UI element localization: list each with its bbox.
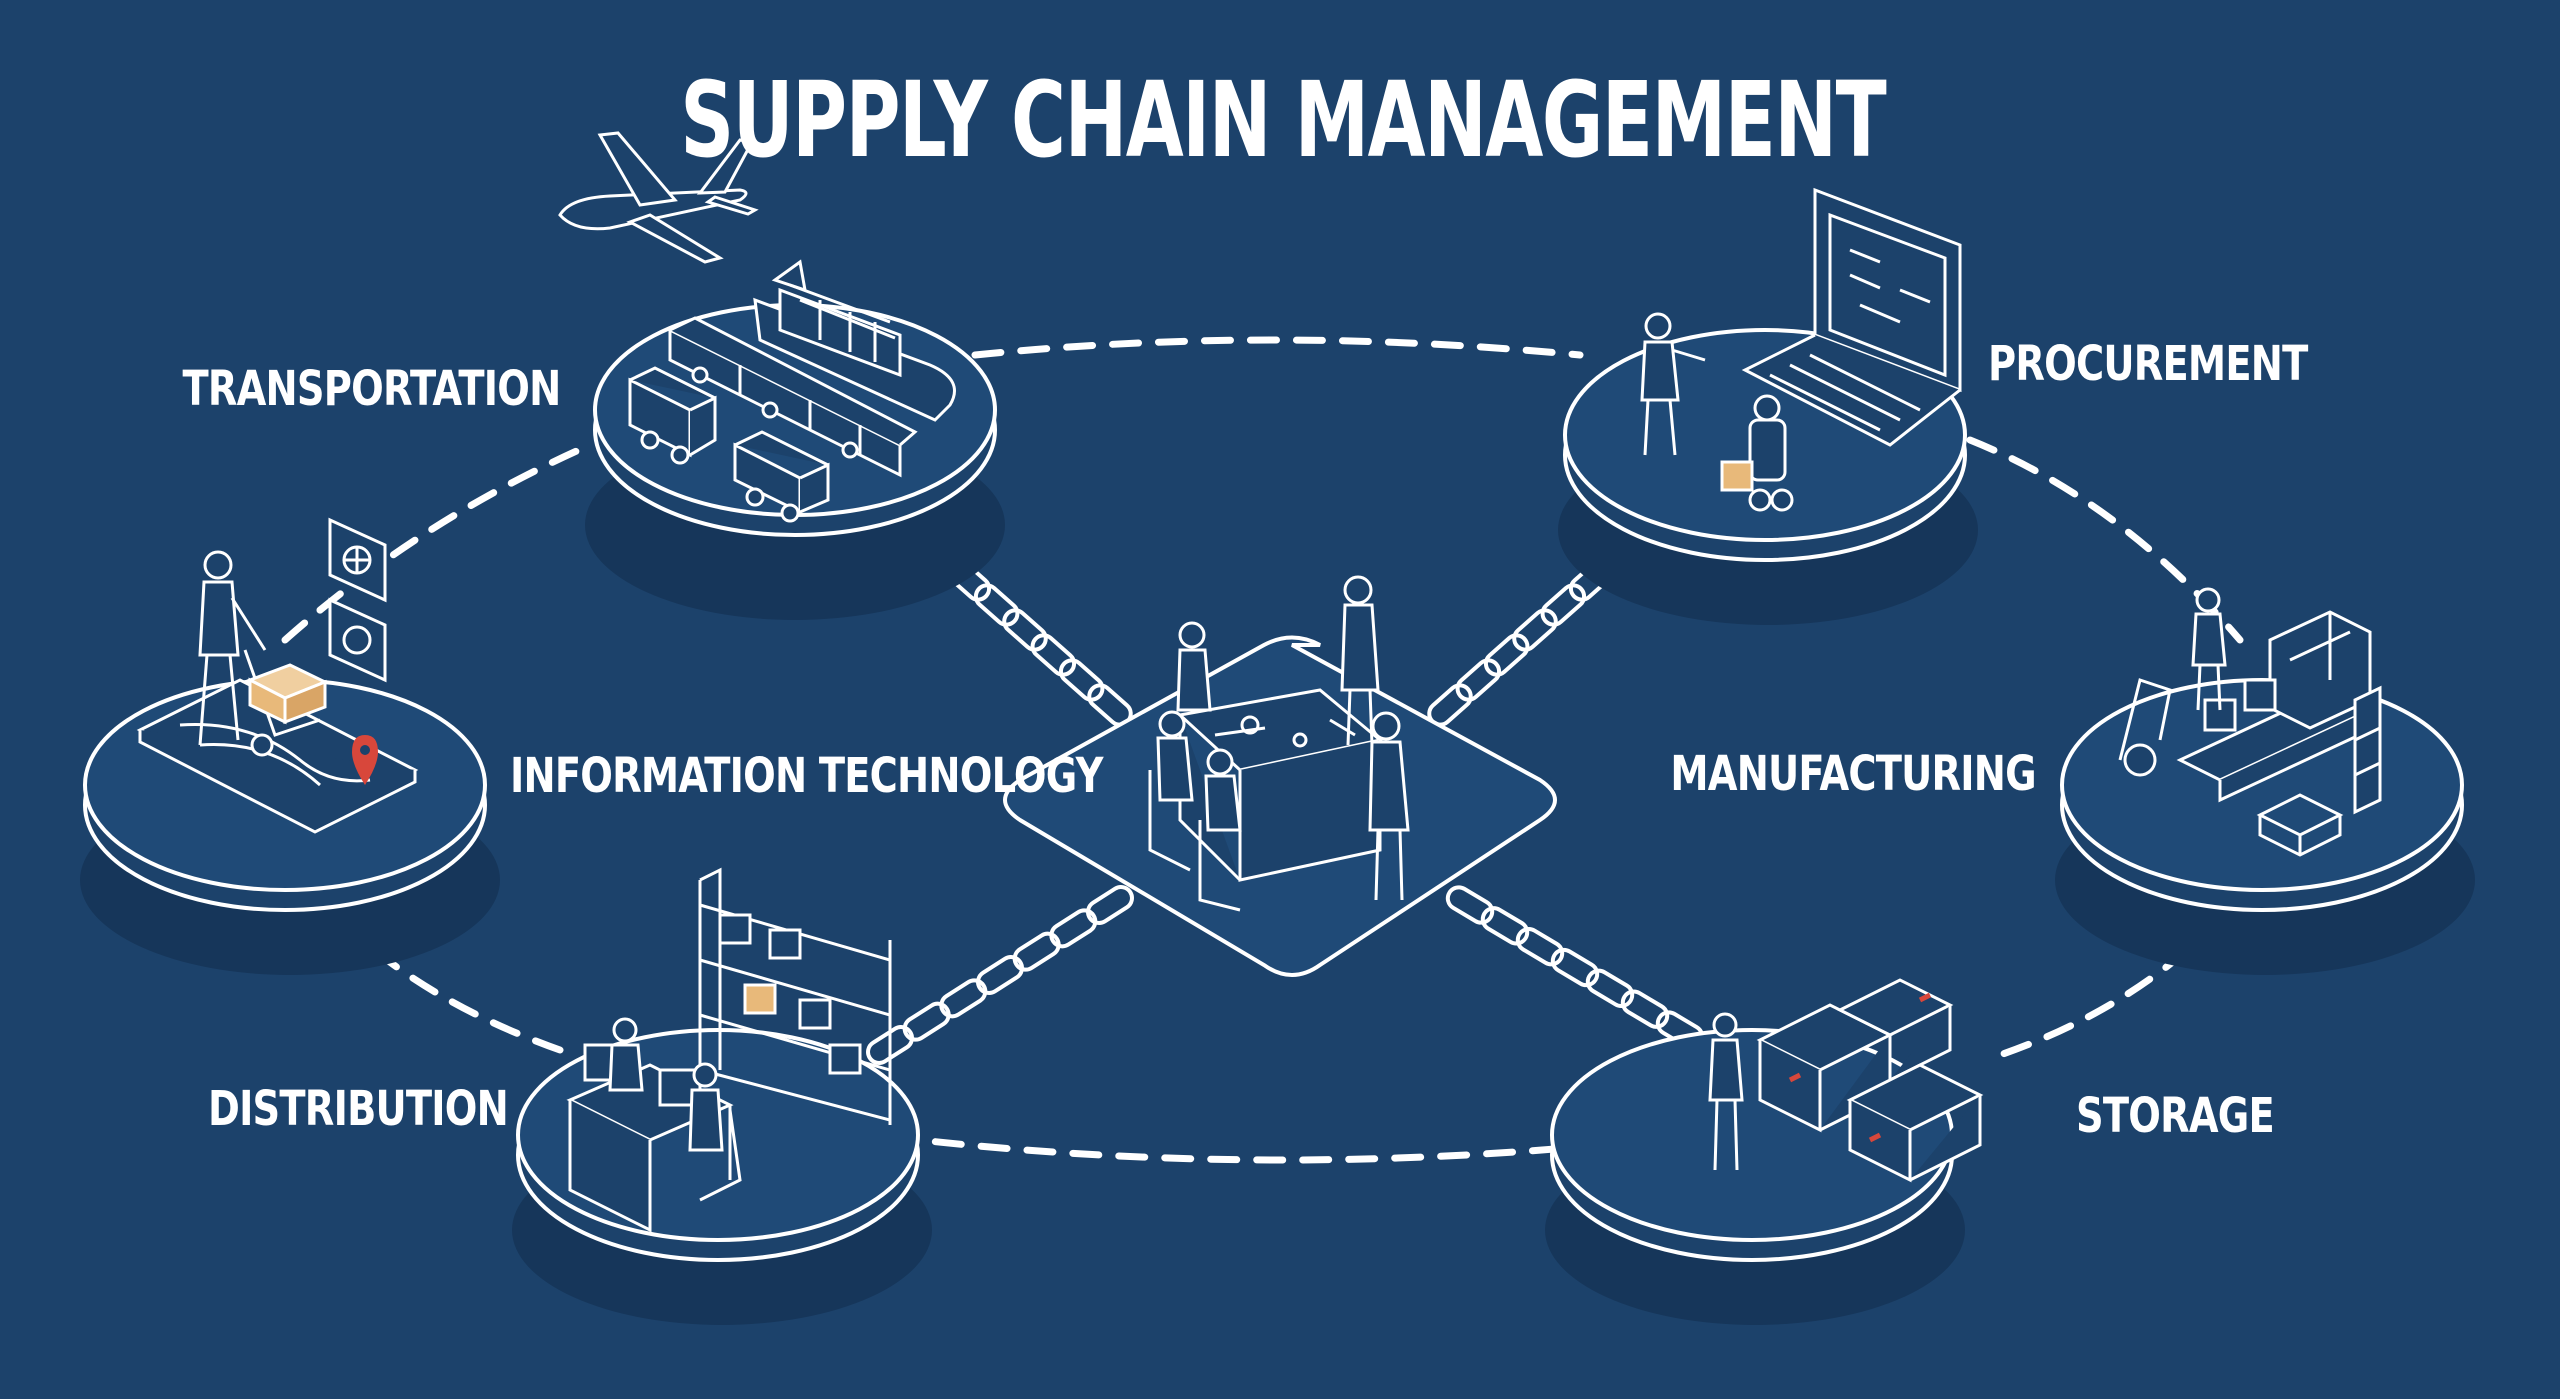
storage-worker-icon xyxy=(1708,1012,1744,1171)
office-workers-icon xyxy=(608,1017,742,1202)
stacked-boxes-icon xyxy=(1756,978,1984,1183)
delivery-worker-icon xyxy=(198,550,321,757)
chain-link xyxy=(902,1001,951,1042)
pallets-icon xyxy=(2256,793,2344,857)
label-storage: STORAGE xyxy=(2076,1088,2275,1144)
map-pin-icon xyxy=(352,735,378,785)
chain-link xyxy=(1480,906,1530,946)
team-people-icon xyxy=(1148,575,1410,912)
warehouse-shelf-icon xyxy=(698,867,892,1125)
control-table-icon xyxy=(1176,688,1384,882)
chain-link xyxy=(973,583,1020,627)
chain-link xyxy=(1049,908,1098,949)
chain-link xyxy=(1086,885,1134,925)
globe-badge-icon xyxy=(328,517,387,603)
label-distribution: DISTRIBUTION xyxy=(208,1081,509,1137)
chain-link xyxy=(976,955,1024,995)
airplane-icon xyxy=(558,131,759,264)
laptop-icon xyxy=(1741,187,1962,447)
robot-delivery-icon xyxy=(1720,394,1794,512)
chain-link xyxy=(1455,658,1502,702)
chain-link xyxy=(1620,989,1670,1029)
chain-link xyxy=(1058,658,1105,702)
truck-icon-2 xyxy=(733,430,830,523)
cargo-ship-icon xyxy=(753,259,956,422)
shelf-rack-icon xyxy=(2353,685,2382,815)
conveyor-machine-icon xyxy=(2118,610,2374,803)
chain-link xyxy=(1012,931,1061,972)
train-icon xyxy=(668,316,918,478)
chain-link xyxy=(1550,947,1600,988)
label-information-technology: INFORMATION TECHNOLOGY xyxy=(510,748,1103,804)
chain-link xyxy=(1002,608,1048,652)
chain-link xyxy=(1585,968,1635,1008)
chain-link xyxy=(1515,927,1565,967)
chain-link xyxy=(1483,633,1530,677)
chain-link xyxy=(1540,583,1587,627)
center-platform xyxy=(1003,575,1557,977)
chain-link xyxy=(1030,633,1077,677)
chain-link xyxy=(866,1025,914,1065)
chain-link xyxy=(1445,885,1495,925)
label-procurement: PROCUREMENT xyxy=(1988,336,2308,392)
businessman-icon xyxy=(1640,312,1706,456)
worker-icon xyxy=(2191,587,2227,711)
truck-icon xyxy=(628,366,717,465)
smartphone-map-icon xyxy=(136,678,419,834)
chain-link xyxy=(939,978,988,1019)
truck-badge-icon xyxy=(328,597,387,683)
label-transportation: TRANSPORTATION xyxy=(182,361,561,417)
page-title: SUPPLY CHAIN MANAGEMENT xyxy=(680,59,1886,181)
package-box-icon xyxy=(246,663,329,725)
chain-link xyxy=(1512,608,1558,652)
label-manufacturing: MANUFACTURING xyxy=(1670,746,2037,802)
